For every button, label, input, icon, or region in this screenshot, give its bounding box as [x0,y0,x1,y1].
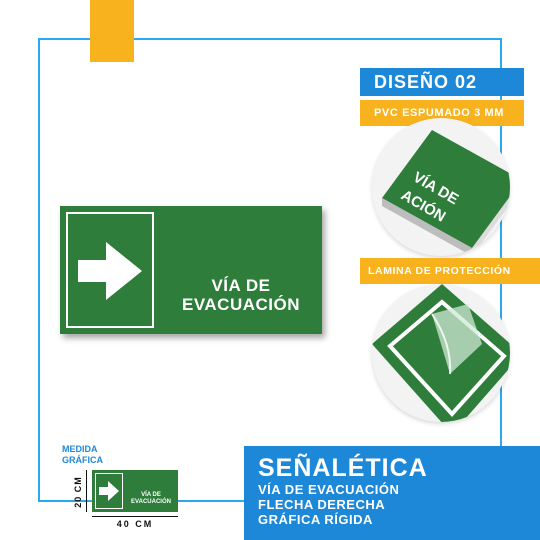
measure-label: MEDIDA GRÁFICA [62,444,103,466]
product-line-2: FLECHA DERECHA [258,497,386,512]
mini-arrow-panel [95,473,123,509]
pvc-detail-circle: VÍA DE ACIÓN [372,118,510,256]
product-line-1: VÍA DE EVACUACIÓN [258,482,400,497]
arrow-right-icon [99,481,119,501]
lamina-detail-circle [372,284,510,422]
orange-corner-accent [90,0,134,62]
arrow-panel [66,212,154,328]
lamina-illustration [372,284,510,422]
mini-sign-line-1: VÍA DE [141,492,161,498]
product-title-box: SEÑALÉTICA VÍA DE EVACUACIÓN FLECHA DERE… [244,446,540,540]
measure-label-2: GRÁFICA [62,455,103,465]
mini-sign: VÍA DE EVACUACIÓN [92,470,178,512]
measure-label-1: MEDIDA [62,444,98,454]
sign-line-2: EVACUACIÓN [181,295,301,314]
sign-text: VÍA DE EVACUACIÓN [166,276,316,314]
height-value: 20 CM [73,476,84,508]
product-line-3: GRÁFICA RÍGIDA [258,512,373,527]
lamina-tag: LAMINA DE PROTECCIÓN [360,258,540,284]
pvc-edge-illustration: VÍA DE ACIÓN [382,130,510,256]
width-dimension-line [92,516,178,517]
height-dimension-line [86,470,87,512]
arrow-right-icon [78,242,142,300]
sign-line-1: VÍA DE [211,276,271,295]
mini-sign-line-2: EVACUACIÓN [131,499,171,505]
evacuation-sign: VÍA DE EVACUACIÓN [60,206,322,334]
design-tag: DISEÑO 02 [360,68,524,96]
product-title: SEÑALÉTICA [258,454,428,482]
width-value: 40 CM [116,519,154,529]
height-dimension: 20 CM [72,472,84,512]
mini-sign-text: VÍA DE EVACUACIÓN [126,492,176,506]
